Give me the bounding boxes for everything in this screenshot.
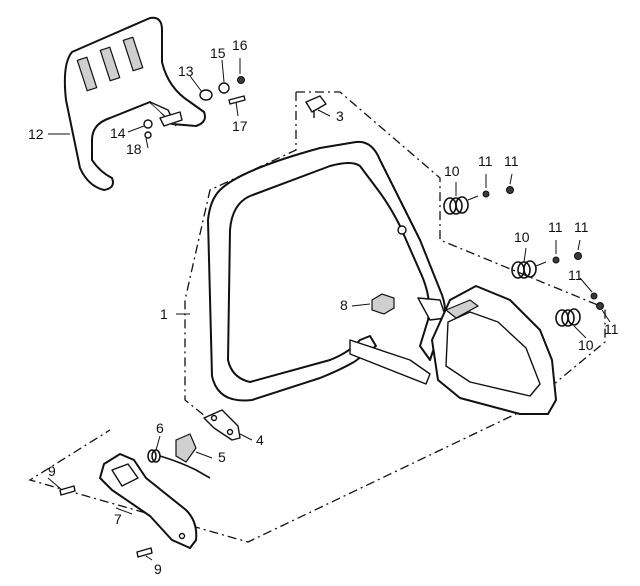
callout-10-middle: 10 — [514, 229, 530, 245]
callout-13: 13 — [178, 63, 194, 79]
callout-17: 17 — [232, 118, 248, 134]
leader-lines — [47, 58, 611, 561]
callout-16: 16 — [232, 37, 248, 53]
part-1-front-handle — [207, 140, 447, 402]
callout-9-upper: 9 — [48, 463, 56, 479]
callout-14: 14 — [110, 125, 126, 141]
part-10-spring-upper — [443, 186, 514, 215]
callout-11-c: 11 — [548, 219, 563, 235]
part-10-spring-middle — [511, 252, 582, 279]
parts-13-18-hardware — [143, 76, 246, 139]
callout-15: 15 — [210, 45, 226, 61]
callout-7: 7 — [114, 511, 122, 527]
callout-5: 5 — [218, 449, 226, 465]
part-9-screws — [59, 485, 153, 558]
assembly-outline-dashed — [28, 91, 606, 543]
callout-11-f: 11 — [604, 321, 619, 337]
callout-18: 18 — [126, 141, 142, 157]
part-5-lever — [175, 433, 197, 463]
part-12-hand-guard — [63, 16, 206, 191]
callout-8: 8 — [340, 297, 348, 313]
callout-4: 4 — [256, 432, 264, 448]
callout-11-d: 11 — [574, 219, 589, 235]
callout-11-a: 11 — [478, 153, 493, 169]
callout-11-e: 11 — [568, 267, 583, 283]
callout-12: 12 — [28, 126, 44, 142]
part-3-clip — [305, 95, 327, 118]
callout-10-lower: 10 — [578, 337, 594, 353]
callout-1: 1 — [160, 306, 168, 322]
bracket-housing — [431, 285, 557, 415]
callout-3: 3 — [336, 108, 344, 124]
callout-11-b: 11 — [504, 153, 519, 169]
callout-labels: 1 3 4 5 6 7 8 9 9 10 10 10 11 11 11 11 1… — [28, 37, 619, 577]
callout-9-lower: 9 — [154, 561, 162, 577]
callout-6: 6 — [156, 420, 164, 436]
part-10-spring-lower — [555, 292, 604, 327]
part-7-lower-guard — [99, 453, 198, 549]
callout-10-upper: 10 — [444, 163, 460, 179]
part-4-bracket — [203, 409, 241, 441]
part-8-rubber-mount — [371, 293, 395, 315]
